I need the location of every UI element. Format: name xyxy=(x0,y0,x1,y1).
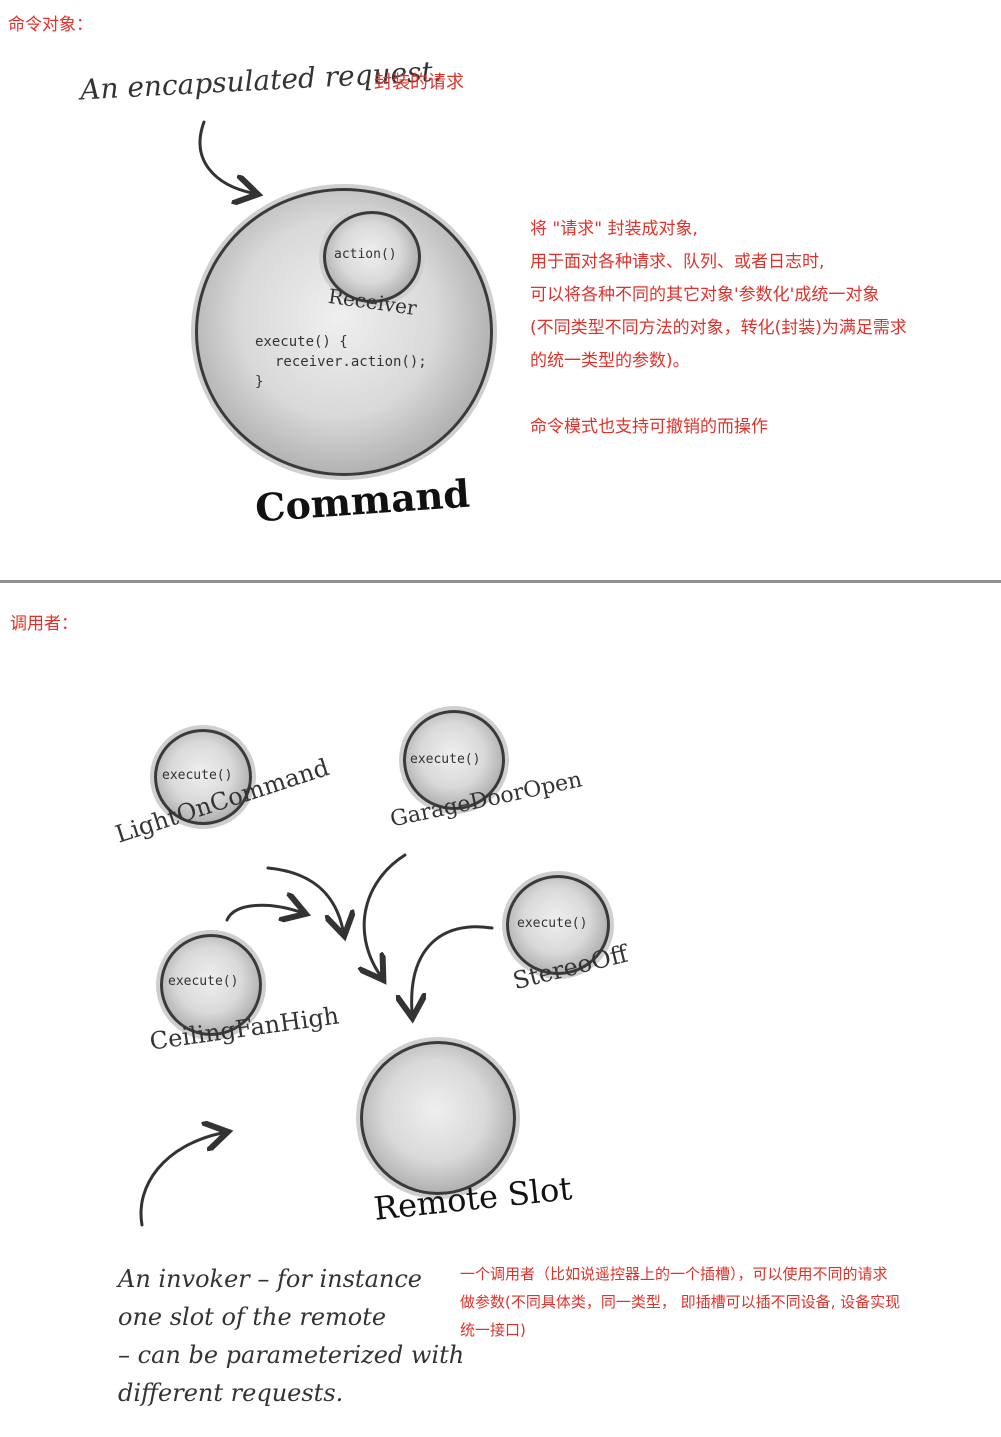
code-line-3: } xyxy=(255,374,264,390)
arrow-lightoncommand xyxy=(266,866,343,930)
receiver-method: action() xyxy=(334,247,397,262)
stereooff-ball xyxy=(506,875,610,975)
garagedooropen-method: execute() xyxy=(410,752,481,767)
description-line: 用于面对各种请求、队列、或者日志时, xyxy=(530,252,825,272)
arrow-ceilingfan xyxy=(225,905,300,920)
section-title-invoker: 调用者： xyxy=(10,614,78,634)
code-line-1: execute() { xyxy=(255,334,348,350)
garagedooropen-ball xyxy=(403,710,505,810)
description-line: 可以将各种不同的其它对象'参数化'成统一对象 xyxy=(530,285,880,305)
section-divider xyxy=(0,580,1001,583)
note-encapsulated-request-cn: 封装的请求 xyxy=(374,72,464,93)
command-description: 将 "请求" 封装成对象, 用于面对各种请求、队列、或者日志时, 可以将各种不同… xyxy=(530,213,970,444)
invoker-note-line: one slot of the remote xyxy=(118,1303,387,1331)
invoker-note-line: – can be parameterized with xyxy=(118,1341,465,1369)
handwritten-note-invoker: An invoker – for instance one slot of th… xyxy=(118,1260,464,1412)
ceilingfanhigh-method: execute() xyxy=(168,974,239,989)
receiver-ball xyxy=(323,211,421,303)
invoker-description: 一个调用者（比如说遥控器上的一个插槽），可以使用不同的请求 做参数(不同具体类，… xyxy=(460,1260,980,1344)
arrow-stereooff xyxy=(412,925,494,1012)
description-line: 的统一类型的参数)。 xyxy=(530,351,690,371)
stereooff-method: execute() xyxy=(517,916,588,931)
description-line: (不同类型不同方法的对象，转化(封装)为满足需求 xyxy=(530,318,907,338)
ceilingfanhigh-ball xyxy=(160,934,262,1036)
code-line-2: receiver.action(); xyxy=(275,354,427,370)
description-line: 命令模式也支持可撤销的而操作 xyxy=(530,417,768,437)
section-title-command-object: 命令对象： xyxy=(8,15,93,35)
remote-slot-ball xyxy=(360,1041,516,1195)
invoker-description-line: 做参数(不同具体类，同一类型， 即插槽可以插不同设备, 设备实现 xyxy=(460,1293,901,1311)
lightoncommand-ball xyxy=(154,729,252,825)
arrow-invoker xyxy=(139,1133,222,1227)
arrow-to-command xyxy=(198,120,252,193)
invoker-note-line: different requests. xyxy=(118,1379,344,1407)
arrow-garagedoor xyxy=(364,853,407,975)
invoker-description-line: 统一接口) xyxy=(460,1321,526,1339)
invoker-description-line: 一个调用者（比如说遥控器上的一个插槽），可以使用不同的请求 xyxy=(460,1265,888,1283)
lightoncommand-method: execute() xyxy=(162,768,233,783)
invoker-note-line: An invoker – for instance xyxy=(118,1265,422,1293)
description-line: 将 "请求" 封装成对象, xyxy=(530,219,698,239)
